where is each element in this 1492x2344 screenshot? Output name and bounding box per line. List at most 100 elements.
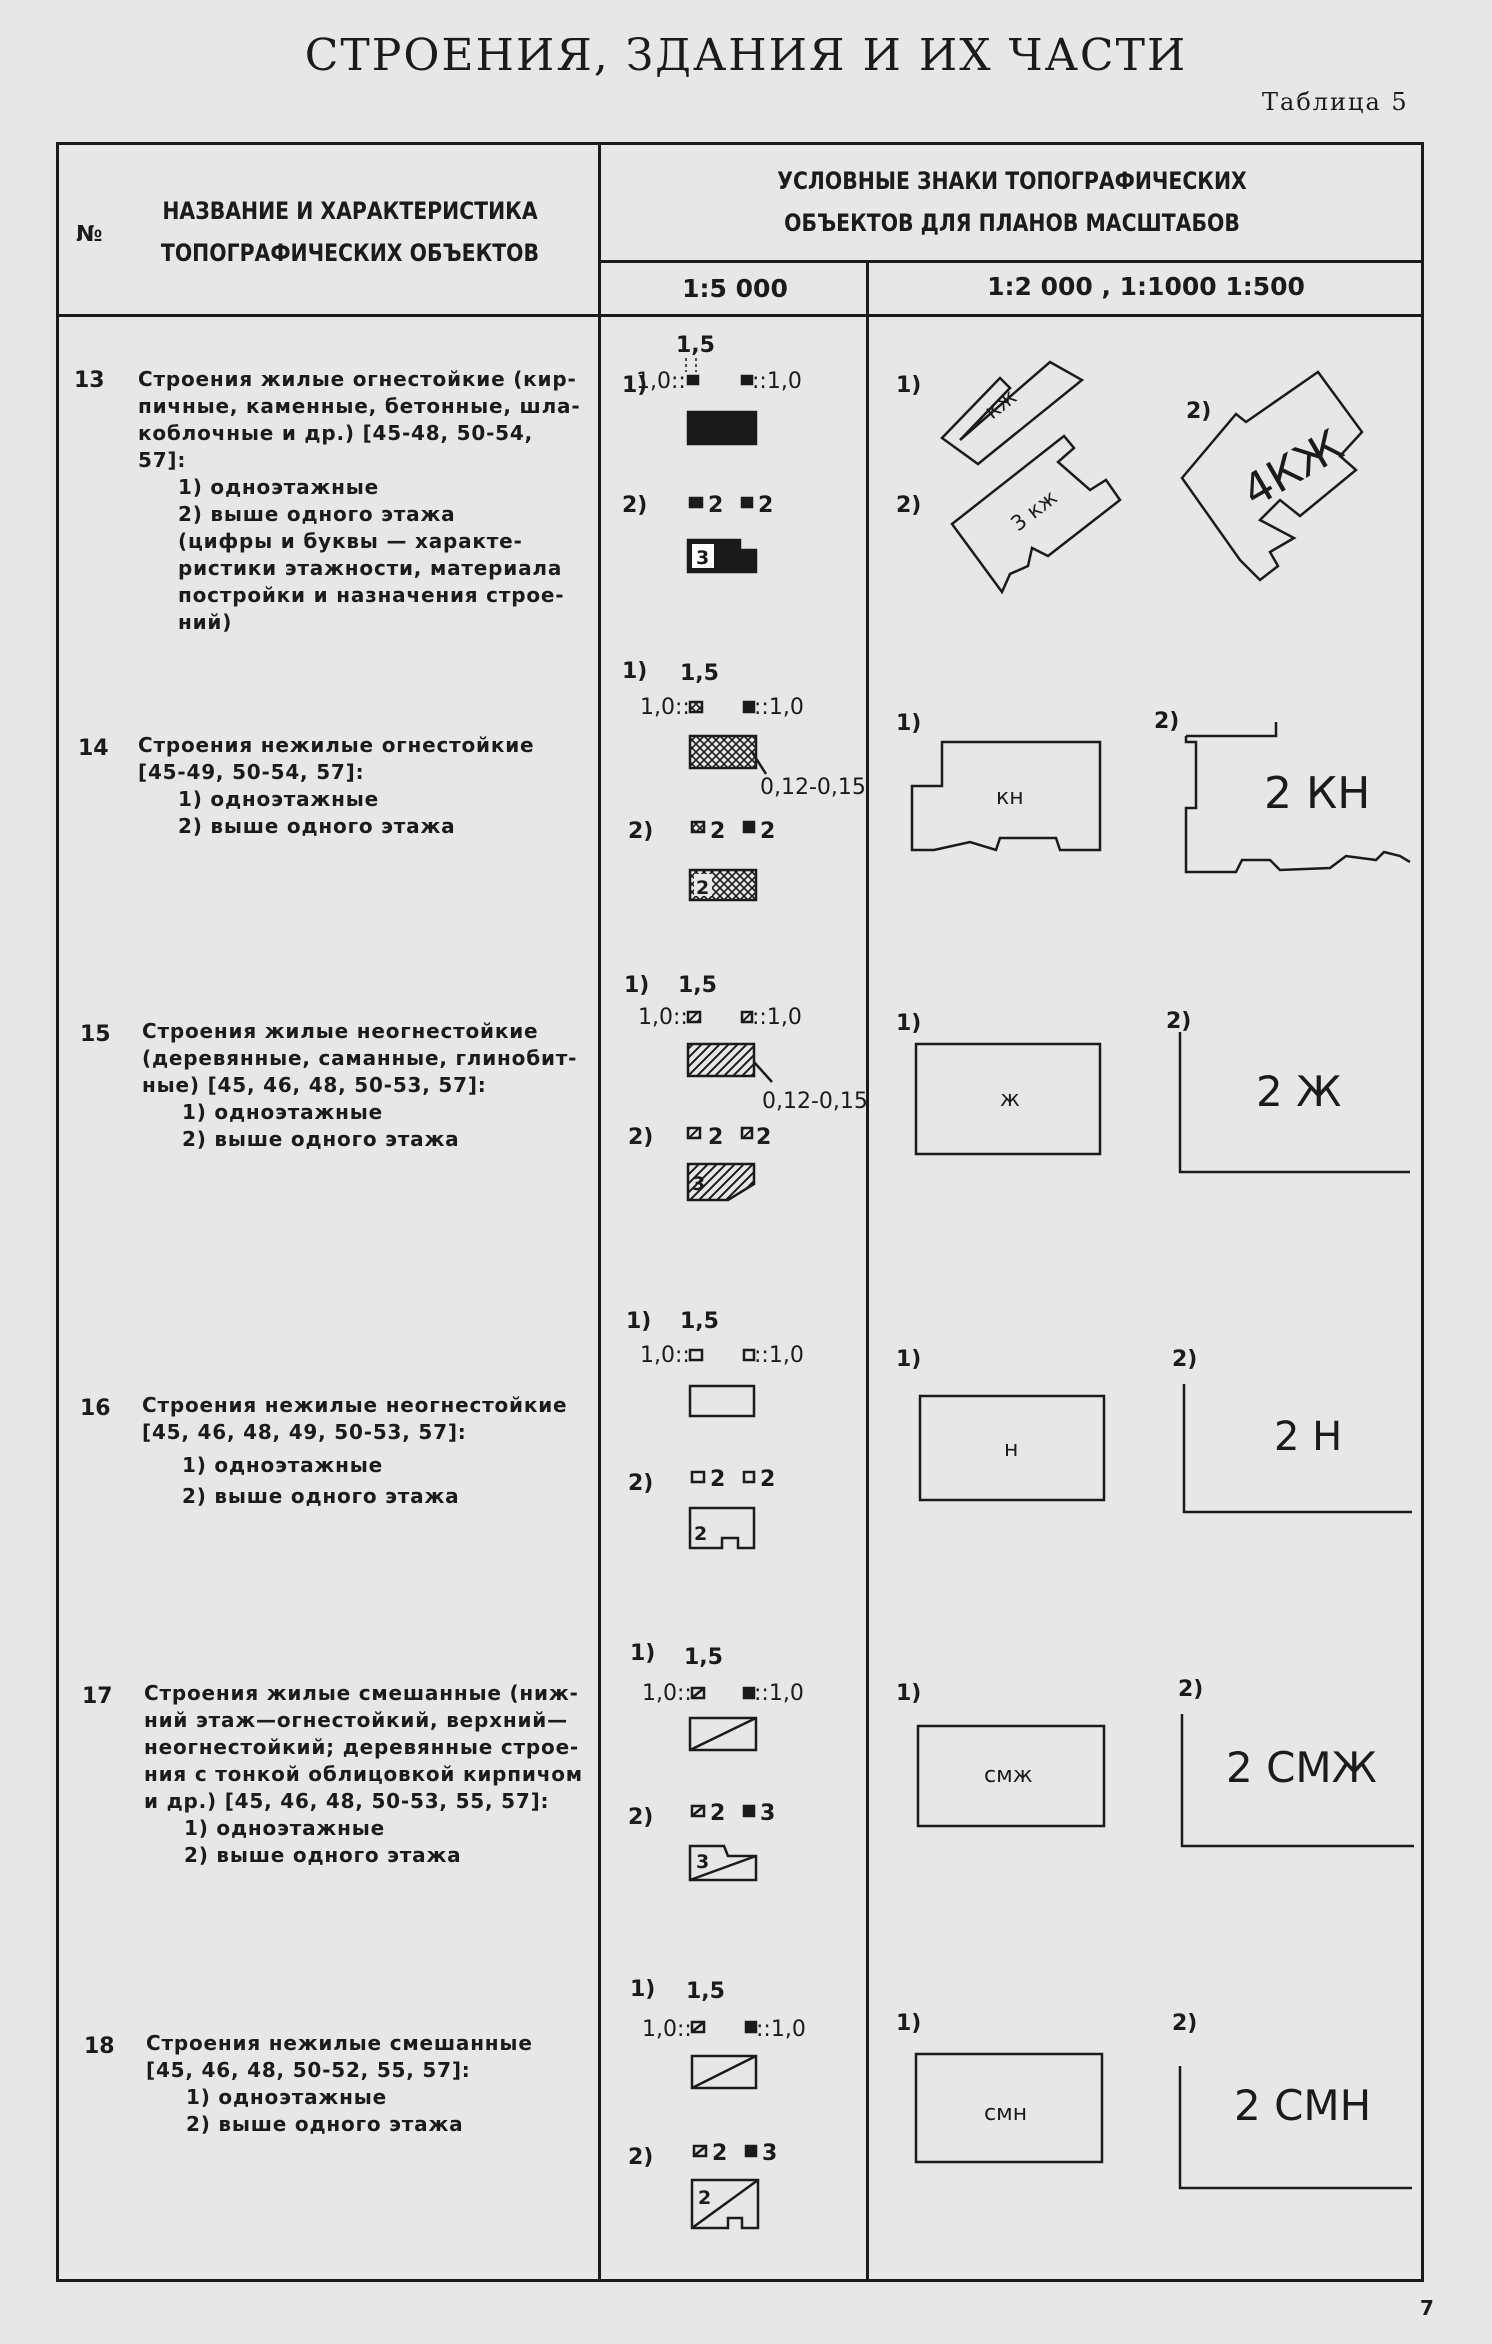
row-18-sub: 1) одноэтажные (186, 2085, 387, 2109)
marker-1: 1) (896, 1011, 921, 1036)
row-16-description: Строения нежилые неогнестойкие [45, 46, … (142, 1392, 588, 1510)
building-outline-multi (690, 2178, 760, 2230)
small-sign (740, 496, 754, 509)
row-17-line: Строения жилые смешанные (ниж- (144, 1681, 579, 1705)
building-diagonal (691, 2178, 759, 2230)
floor-count: 3 (696, 1851, 709, 1873)
small-sign (740, 374, 754, 386)
row-17-sign-5000: 1) 1,5 1,0:: ::1,0 2) 2 3 3 (628, 1641, 804, 1882)
dim-1-5: 1,5 (678, 973, 717, 998)
building-outline-partial (1180, 1714, 1414, 1848)
small-sign (740, 1010, 754, 1024)
building-outline-partial (1182, 1384, 1412, 1514)
dim-1-0-right: ::1,0 (754, 695, 804, 720)
dim-guide (685, 358, 697, 372)
label-2: 2 (710, 819, 725, 844)
floor-count: 2 (696, 877, 709, 899)
row-18-label-1: смн (984, 2101, 1027, 2126)
row-13-sub: 2) выше одного этажа (178, 502, 456, 526)
building-outline (950, 434, 1122, 595)
marker-2: 2) (622, 493, 647, 518)
marker-1: 1) (622, 373, 647, 398)
header-name: НАЗВАНИЕ И ХАРАКТЕРИСТИКА ТОПОГРАФИЧЕСКИ… (146, 190, 554, 274)
row-14-label-3: 2 КН (1264, 768, 1370, 819)
small-sign (742, 1804, 756, 1818)
marker-2: 2) (628, 1805, 653, 1830)
row-14-sign-5000: 1) 1,5 1,0:: ::1,0 0,12-0,15 2) 2 2 2 (622, 659, 866, 902)
row-17-sub: 1) одноэтажные (184, 1816, 385, 1840)
row-14-sub: 1) одноэтажные (178, 787, 379, 811)
building-hatched (688, 734, 758, 770)
small-sign (742, 820, 756, 834)
small-sign (686, 1010, 702, 1024)
marker-2: 2) (1154, 709, 1179, 734)
row-17-sub: 2) выше одного этажа (184, 1843, 462, 1867)
marker-2: 2) (628, 1471, 653, 1496)
row-14-line: [45-49, 50-54, 57]: (138, 760, 365, 784)
thickness-label: 0,12-0,15 (760, 775, 866, 800)
label-2: 2 (712, 2141, 727, 2166)
marker-1: 1) (626, 1309, 651, 1334)
marker-2: 2) (628, 819, 653, 844)
row-17-line: ния с тонкой облицовкой кирпичом (144, 1762, 583, 1786)
small-sign (692, 2144, 708, 2158)
dim-1-0-right: ::1,0 (756, 2017, 806, 2042)
building-outline (910, 740, 1102, 852)
header-signs-line1: УСЛОВНЫЕ ЗНАКИ ТОПОГРАФИЧЕСКИХ (777, 167, 1247, 195)
marker-1: 1) (896, 2011, 921, 2036)
row-17-number: 17 (82, 1684, 113, 1709)
building-outline (688, 1716, 758, 1752)
dim-1-0-left: 1,0:: (640, 695, 690, 720)
dim-1-0-right: ::1,0 (752, 369, 802, 394)
building-outline (940, 360, 1085, 466)
building-diagonal (689, 1854, 757, 1882)
header-num: № (76, 222, 103, 247)
dim-1-5: 1,5 (684, 1645, 723, 1670)
floor-count: 2 (698, 2187, 711, 2209)
divider-header-scales (598, 260, 1424, 263)
row-18-number: 18 (84, 2034, 115, 2059)
building-hatched-multi (686, 1162, 756, 1202)
row-16-line: Строения нежилые неогнестойкие (142, 1393, 568, 1417)
row-13-note: постройки и назначения строе- (178, 583, 565, 607)
small-sign (744, 2020, 758, 2034)
row-18-sub: 2) выше одного этажа (186, 2112, 464, 2136)
row-16-sub: 1) одноэтажные (182, 1453, 383, 1477)
dim-1-0-left: 1,0:: (642, 2017, 692, 2042)
building-outline (914, 1042, 1102, 1156)
row-18-sign-large: 1) смн 2) 2 СМН (896, 2011, 1412, 2190)
row-15-description: Строения жилые неогнестойкие (деревянные… (142, 1018, 588, 1153)
label-3: 3 (760, 1801, 775, 1826)
row-14-label-1: кн (996, 785, 1024, 810)
row-16-sub: 2) выше одного этажа (182, 1484, 460, 1508)
small-sign (742, 700, 756, 714)
row-14-line: Строения нежилые огнестойкие (138, 733, 535, 757)
dim-1-0-left: 1,0:: (642, 1681, 692, 1706)
small-sign (690, 2020, 706, 2034)
row-16-label-1: н (1004, 1437, 1018, 1462)
row-17-line: ний этаж—огнестойкий, верхний— (144, 1708, 568, 1732)
dim-1-0-left: 1,0:: (636, 369, 686, 394)
marker-1: 1) (896, 373, 921, 398)
dim-1-0-left: 1,0:: (640, 1343, 690, 1368)
row-16-label-3: 2 Н (1274, 1414, 1342, 1460)
small-sign-diagonal (693, 2145, 707, 2157)
row-13-note: (цифры и буквы — характе- (178, 529, 523, 553)
row-13-line: коблочные и др.) [45-48, 50-54, 57]: (138, 421, 534, 472)
small-sign (686, 1126, 702, 1140)
marker-2: 2) (628, 1125, 653, 1150)
row-14-description: Строения нежилые огнестойкие [45-49, 50-… (138, 732, 588, 840)
label-2: 2 (760, 819, 775, 844)
header-signs-line2: ОБЪЕКТОВ ДЛЯ ПЛАНОВ МАСШТАБОВ (784, 209, 1240, 237)
small-sign (740, 1126, 754, 1140)
row-15-sub: 1) одноэтажные (182, 1100, 383, 1124)
label-2: 2 (710, 1467, 725, 1492)
marker-1: 1) (896, 1681, 921, 1706)
floor-count: 3 (692, 1173, 705, 1195)
row-17-sign-large: 1) смж 2) 2 СМЖ (896, 1677, 1414, 1848)
marker-2: 2) (1178, 1677, 1203, 1702)
building-outline (690, 2054, 758, 2090)
small-sign-diagonal (691, 2021, 705, 2033)
row-18-line: [45, 46, 48, 50-52, 55, 57]: (146, 2058, 471, 2082)
